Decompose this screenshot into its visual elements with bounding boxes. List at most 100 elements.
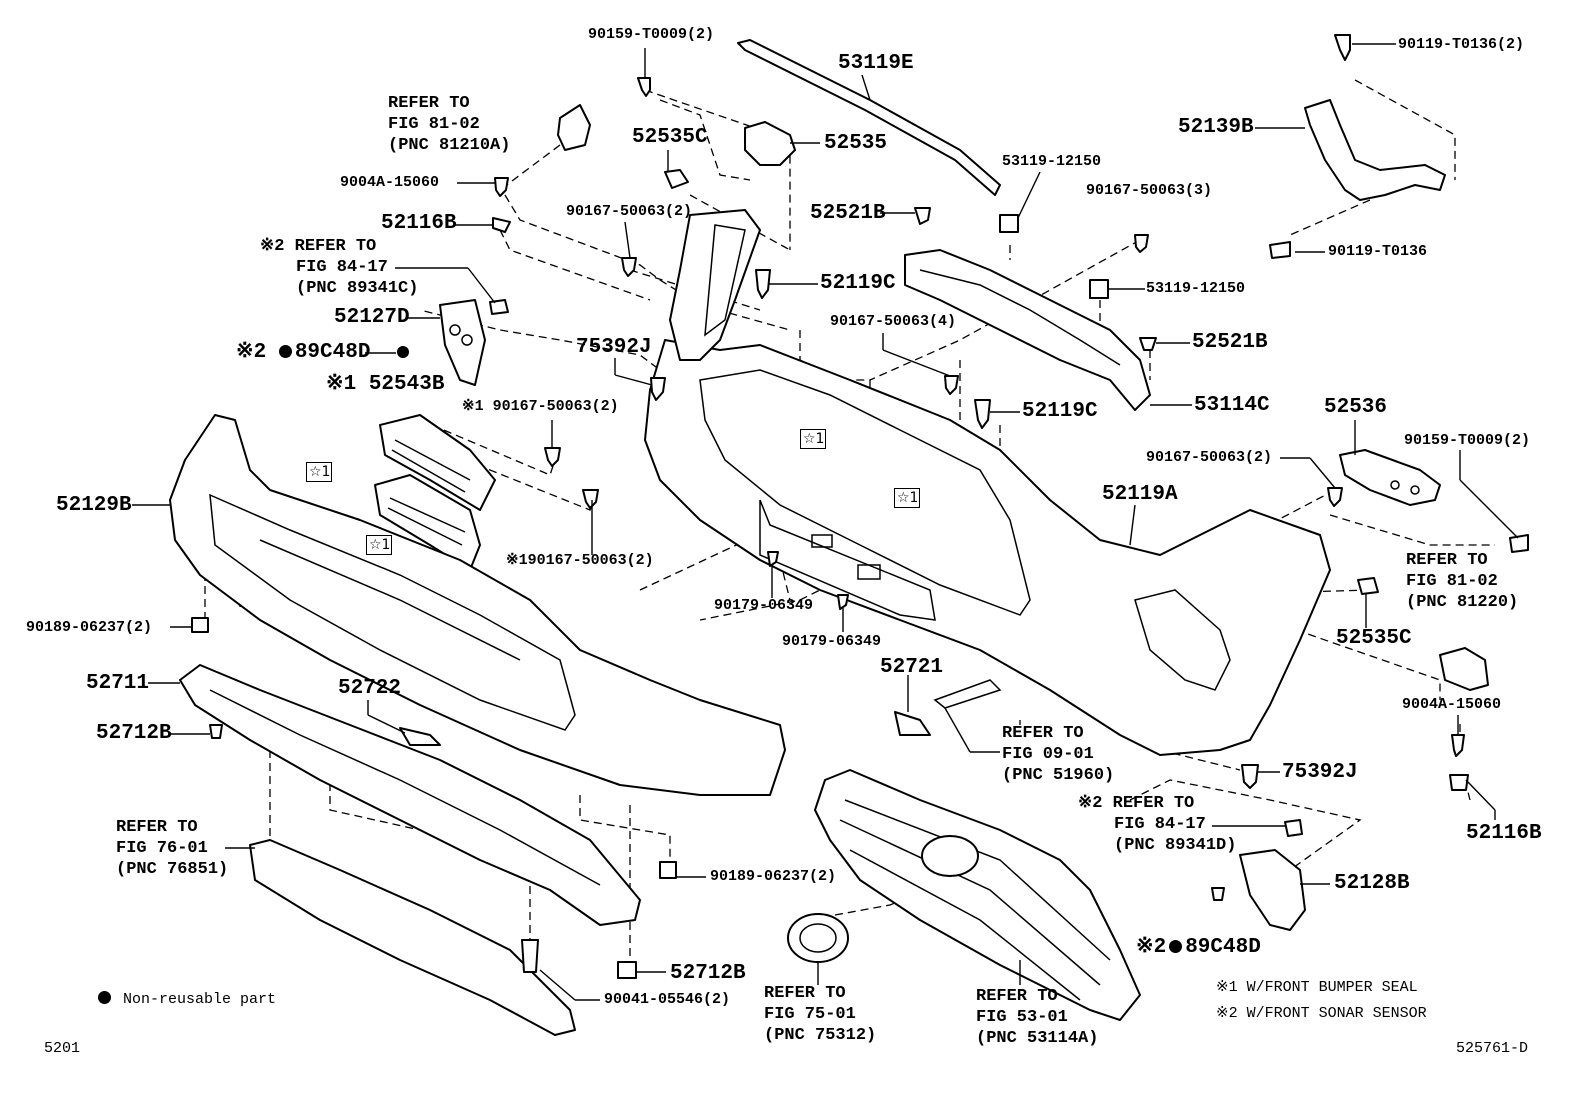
part-52129b-lower-cover <box>169 414 786 796</box>
part-52535-retainer <box>744 121 796 166</box>
part-52119c-bracket-upper <box>669 209 761 361</box>
part-52119a-front-bumper-cover <box>644 339 1331 756</box>
label-52721: 52721 <box>880 656 944 679</box>
label-90179-06349-b: 90179-06349 <box>782 633 882 650</box>
legend-non-reusable-text: Non-reusable part <box>123 991 277 1008</box>
label-89c48d-a-text: 89C48D <box>294 341 371 364</box>
leader-lines <box>132 43 1519 1001</box>
ref-fig-09-01: REFER TO FIG 09-01 (PNC 51960) <box>1002 723 1114 786</box>
label-52521b-a: 52521B <box>810 202 886 225</box>
part-52722-small-part <box>399 727 441 746</box>
ref-line: FIG 53-01 <box>976 1008 1068 1027</box>
label-89c48d-b: ※2 89C48D <box>1136 936 1261 960</box>
ref-line: (PNC 51960) <box>1002 766 1115 785</box>
ref-fig-75-01: REFER TO FIG 75-01 (PNC 75312) <box>764 983 876 1046</box>
ref-fig-84-17-left: ※2 REFER TO FIG 84-17 (PNC 89341C) <box>260 236 418 299</box>
part-52127d-sonar-retainer-left <box>439 299 486 386</box>
part-53119e-molding <box>737 39 1001 196</box>
ref-line: FIG 09-01 <box>1002 745 1094 764</box>
label-52128b: 52128B <box>1334 872 1410 895</box>
ref-line: REFER TO <box>388 94 470 113</box>
label-52116b-left: 52116B <box>381 212 457 235</box>
note-front-sonar-sensor: ※2 W/FRONT SONAR SENSOR <box>1216 1005 1427 1022</box>
star-mark-box: ☆1 <box>366 535 392 555</box>
label-90179-06349-a: 90179-06349 <box>714 597 814 614</box>
label-90167-50063-2-d: ※190167-50063(2) <box>506 552 654 569</box>
label-52119c-a: 52119C <box>820 272 896 295</box>
ref-fig-76-01: REFER TO FIG 76-01 (PNC 76851) <box>116 817 228 880</box>
label-52116b-right: 52116B <box>1466 822 1542 845</box>
label-52119c-b: 52119C <box>1022 400 1098 423</box>
label-89c48d-a: ※2 89C48D <box>236 341 370 365</box>
ref-line: (PNC 81220) <box>1406 593 1519 612</box>
part-strip-76851 <box>249 839 576 1036</box>
label-52543b: ※1 52543B <box>326 373 444 397</box>
part-52536-retainer <box>1339 449 1441 506</box>
label-90167-50063-2-b: ※1 90167-50063(2) <box>462 398 619 415</box>
label-90119-t0136: 90119-T0136 <box>1328 243 1428 260</box>
label-52712b-a: 52712B <box>96 722 172 745</box>
ref-line: FIG 84-17 <box>1114 815 1206 834</box>
ref-fig-81-02-right: REFER TO FIG 81-02 (PNC 81220) <box>1406 550 1518 613</box>
label-90167-50063-3: 90167-50063(3) <box>1086 182 1213 199</box>
label-75392j-b: 75392J <box>1282 761 1358 784</box>
ref-line: REFER TO <box>1406 551 1488 570</box>
non-reusable-dot-icon <box>1169 940 1183 953</box>
label-53119e: 53119E <box>838 52 914 75</box>
label-52536: 52536 <box>1324 396 1388 419</box>
label-90119-t0136-2: 90119-T0136(2) <box>1398 36 1525 53</box>
ref-line: ※2 REFER TO <box>260 237 377 256</box>
label-52139b: 52139B <box>1178 116 1254 139</box>
label-90167-50063-2-c: 90167-50063(2) <box>1146 449 1273 466</box>
label-52521b-b: 52521B <box>1192 331 1268 354</box>
star-mark-box: ☆1 <box>800 429 826 449</box>
note-mark-2: ※2 <box>236 341 267 364</box>
label-90189-06237-2-b: 90189-06237(2) <box>710 868 837 885</box>
part-52543b-seal <box>374 414 496 571</box>
part-fog-lamp-left <box>557 104 591 151</box>
label-52722: 52722 <box>338 677 402 700</box>
part-radiator-grille <box>814 769 1141 1021</box>
note-mark-2-b: ※2 <box>1136 936 1167 959</box>
legend-non-reusable: Non-reusable part <box>98 991 276 1009</box>
part-fog-lamp-right <box>1439 647 1489 691</box>
part-53114c-reinforcement <box>904 249 1151 411</box>
label-75392j-a: 75392J <box>576 336 652 359</box>
ref-line: FIG 75-01 <box>764 1005 856 1024</box>
ref-line: REFER TO <box>764 984 846 1003</box>
ref-line: REFER TO <box>1002 724 1084 743</box>
ref-fig-53-01: REFER TO FIG 53-01 (PNC 53114A) <box>976 986 1098 1049</box>
ref-line: ※2 REFER TO <box>1078 794 1195 813</box>
ref-line: REFER TO <box>976 987 1058 1006</box>
label-53114c: 53114C <box>1194 394 1270 417</box>
ref-line: FIG 81-02 <box>1406 572 1498 591</box>
ref-line: (PNC 53114A) <box>976 1029 1099 1048</box>
ref-line: (PNC 75312) <box>764 1026 877 1045</box>
illustration-id: 525761-D <box>1456 1040 1529 1057</box>
part-emblem <box>787 913 849 963</box>
note-front-bumper-seal: ※1 W/FRONT BUMPER SEAL <box>1216 979 1418 996</box>
label-52535c-top: 52535C <box>632 126 708 149</box>
label-90167-50063-4: 90167-50063(4) <box>830 313 957 330</box>
ref-fig-81-02-left: REFER TO FIG 81-02 (PNC 81210A) <box>388 93 510 156</box>
label-52712b-b: 52712B <box>670 962 746 985</box>
label-52543b-text: 52543B <box>368 373 445 396</box>
label-89c48d-b-text: 89C48D <box>1185 936 1261 959</box>
label-52129b: 52129B <box>56 494 132 517</box>
part-52711-lower-support <box>179 664 641 926</box>
figure-group-code: 5201 <box>44 1040 81 1057</box>
star-mark-box: ☆1 <box>894 488 920 508</box>
ref-line: FIG 81-02 <box>388 115 480 134</box>
ref-line: (PNC 89341C) <box>296 279 419 298</box>
ref-line: FIG 76-01 <box>116 839 208 858</box>
label-90159-t0009-top: 90159-T0009(2) <box>588 26 715 43</box>
part-52139b-bracket <box>1304 99 1446 201</box>
label-9004a-15060-right: 9004A-15060 <box>1402 696 1502 713</box>
label-90167-50063-2-a: 90167-50063(2) <box>566 203 693 220</box>
star-mark-box: ☆1 <box>306 462 332 482</box>
non-reusable-dot-icon <box>278 345 292 358</box>
label-53119-12150-a: 53119-12150 <box>1002 153 1102 170</box>
note-mark-1: ※1 <box>326 373 357 396</box>
label-52119a: 52119A <box>1102 483 1178 506</box>
